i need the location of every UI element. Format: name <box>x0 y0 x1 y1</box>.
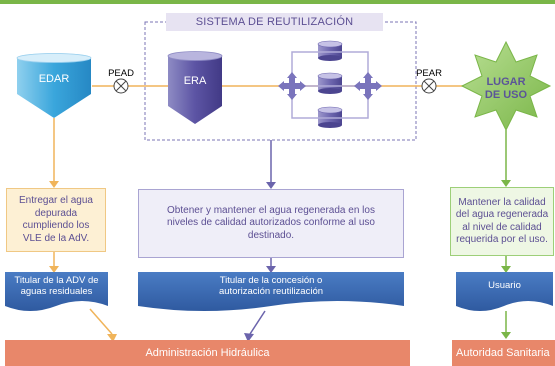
actor-banner-center <box>138 272 404 311</box>
lugar-uso-label-line1: LUGAR <box>486 76 525 88</box>
valve-pead-label: PEAD <box>108 68 134 79</box>
valve-pead-icon <box>113 78 129 94</box>
actor-right-text: Usuario <box>488 280 521 292</box>
connector-actor-left-admin <box>89 308 113 335</box>
edar-tank <box>16 53 92 118</box>
task-box-right: Mantener la calidad del agua regenerada … <box>450 187 554 256</box>
storage-cylinder-bottom <box>317 106 343 128</box>
authority-admin-hidraulica: Administración Hidráulica <box>5 340 410 366</box>
arrowhead-actor-right <box>501 332 511 339</box>
actor-banner-right <box>456 272 553 311</box>
arrowhead-actor-center <box>244 333 254 342</box>
task-box-center: Obtener y mantener el agua regenerada en… <box>138 189 404 258</box>
era-label: ERA <box>184 75 207 87</box>
arrowhead-edar <box>49 181 59 188</box>
edar-label: EDAR <box>39 73 70 85</box>
top-border <box>0 0 555 4</box>
arrowhead-actor-left <box>107 334 117 342</box>
system-title: SISTEMA DE REUTILIZACIÓN <box>166 13 383 31</box>
connector-actor-center-admin <box>249 310 266 335</box>
arrowhead-system <box>266 182 276 189</box>
cross-junction-left <box>278 72 306 100</box>
task-box-left: Entregar el agua depurada cumpliendo los… <box>6 188 106 252</box>
valve-pear-icon <box>421 78 437 94</box>
storage-cylinder-middle <box>317 72 343 94</box>
era-tank <box>167 51 223 124</box>
valve-pear-label: PEAR <box>416 68 442 79</box>
arrowhead-task-right <box>501 266 511 273</box>
actor-center-text: Titular de la concesión o autorización r… <box>218 274 324 298</box>
cross-junction-right <box>354 72 382 100</box>
storage-cylinder-top <box>317 40 343 61</box>
lugar-uso-label-line2: DE USO <box>485 89 528 101</box>
actor-left-text: Titular de la ADV de aguas residuales <box>14 274 99 298</box>
authority-sanitaria: Autoridad Sanitaria <box>452 340 555 366</box>
arrowhead-task-center <box>266 266 276 273</box>
arrowhead-task-left <box>49 266 59 273</box>
arrowhead-lugar <box>501 180 511 187</box>
actor-banner-left <box>5 272 108 311</box>
